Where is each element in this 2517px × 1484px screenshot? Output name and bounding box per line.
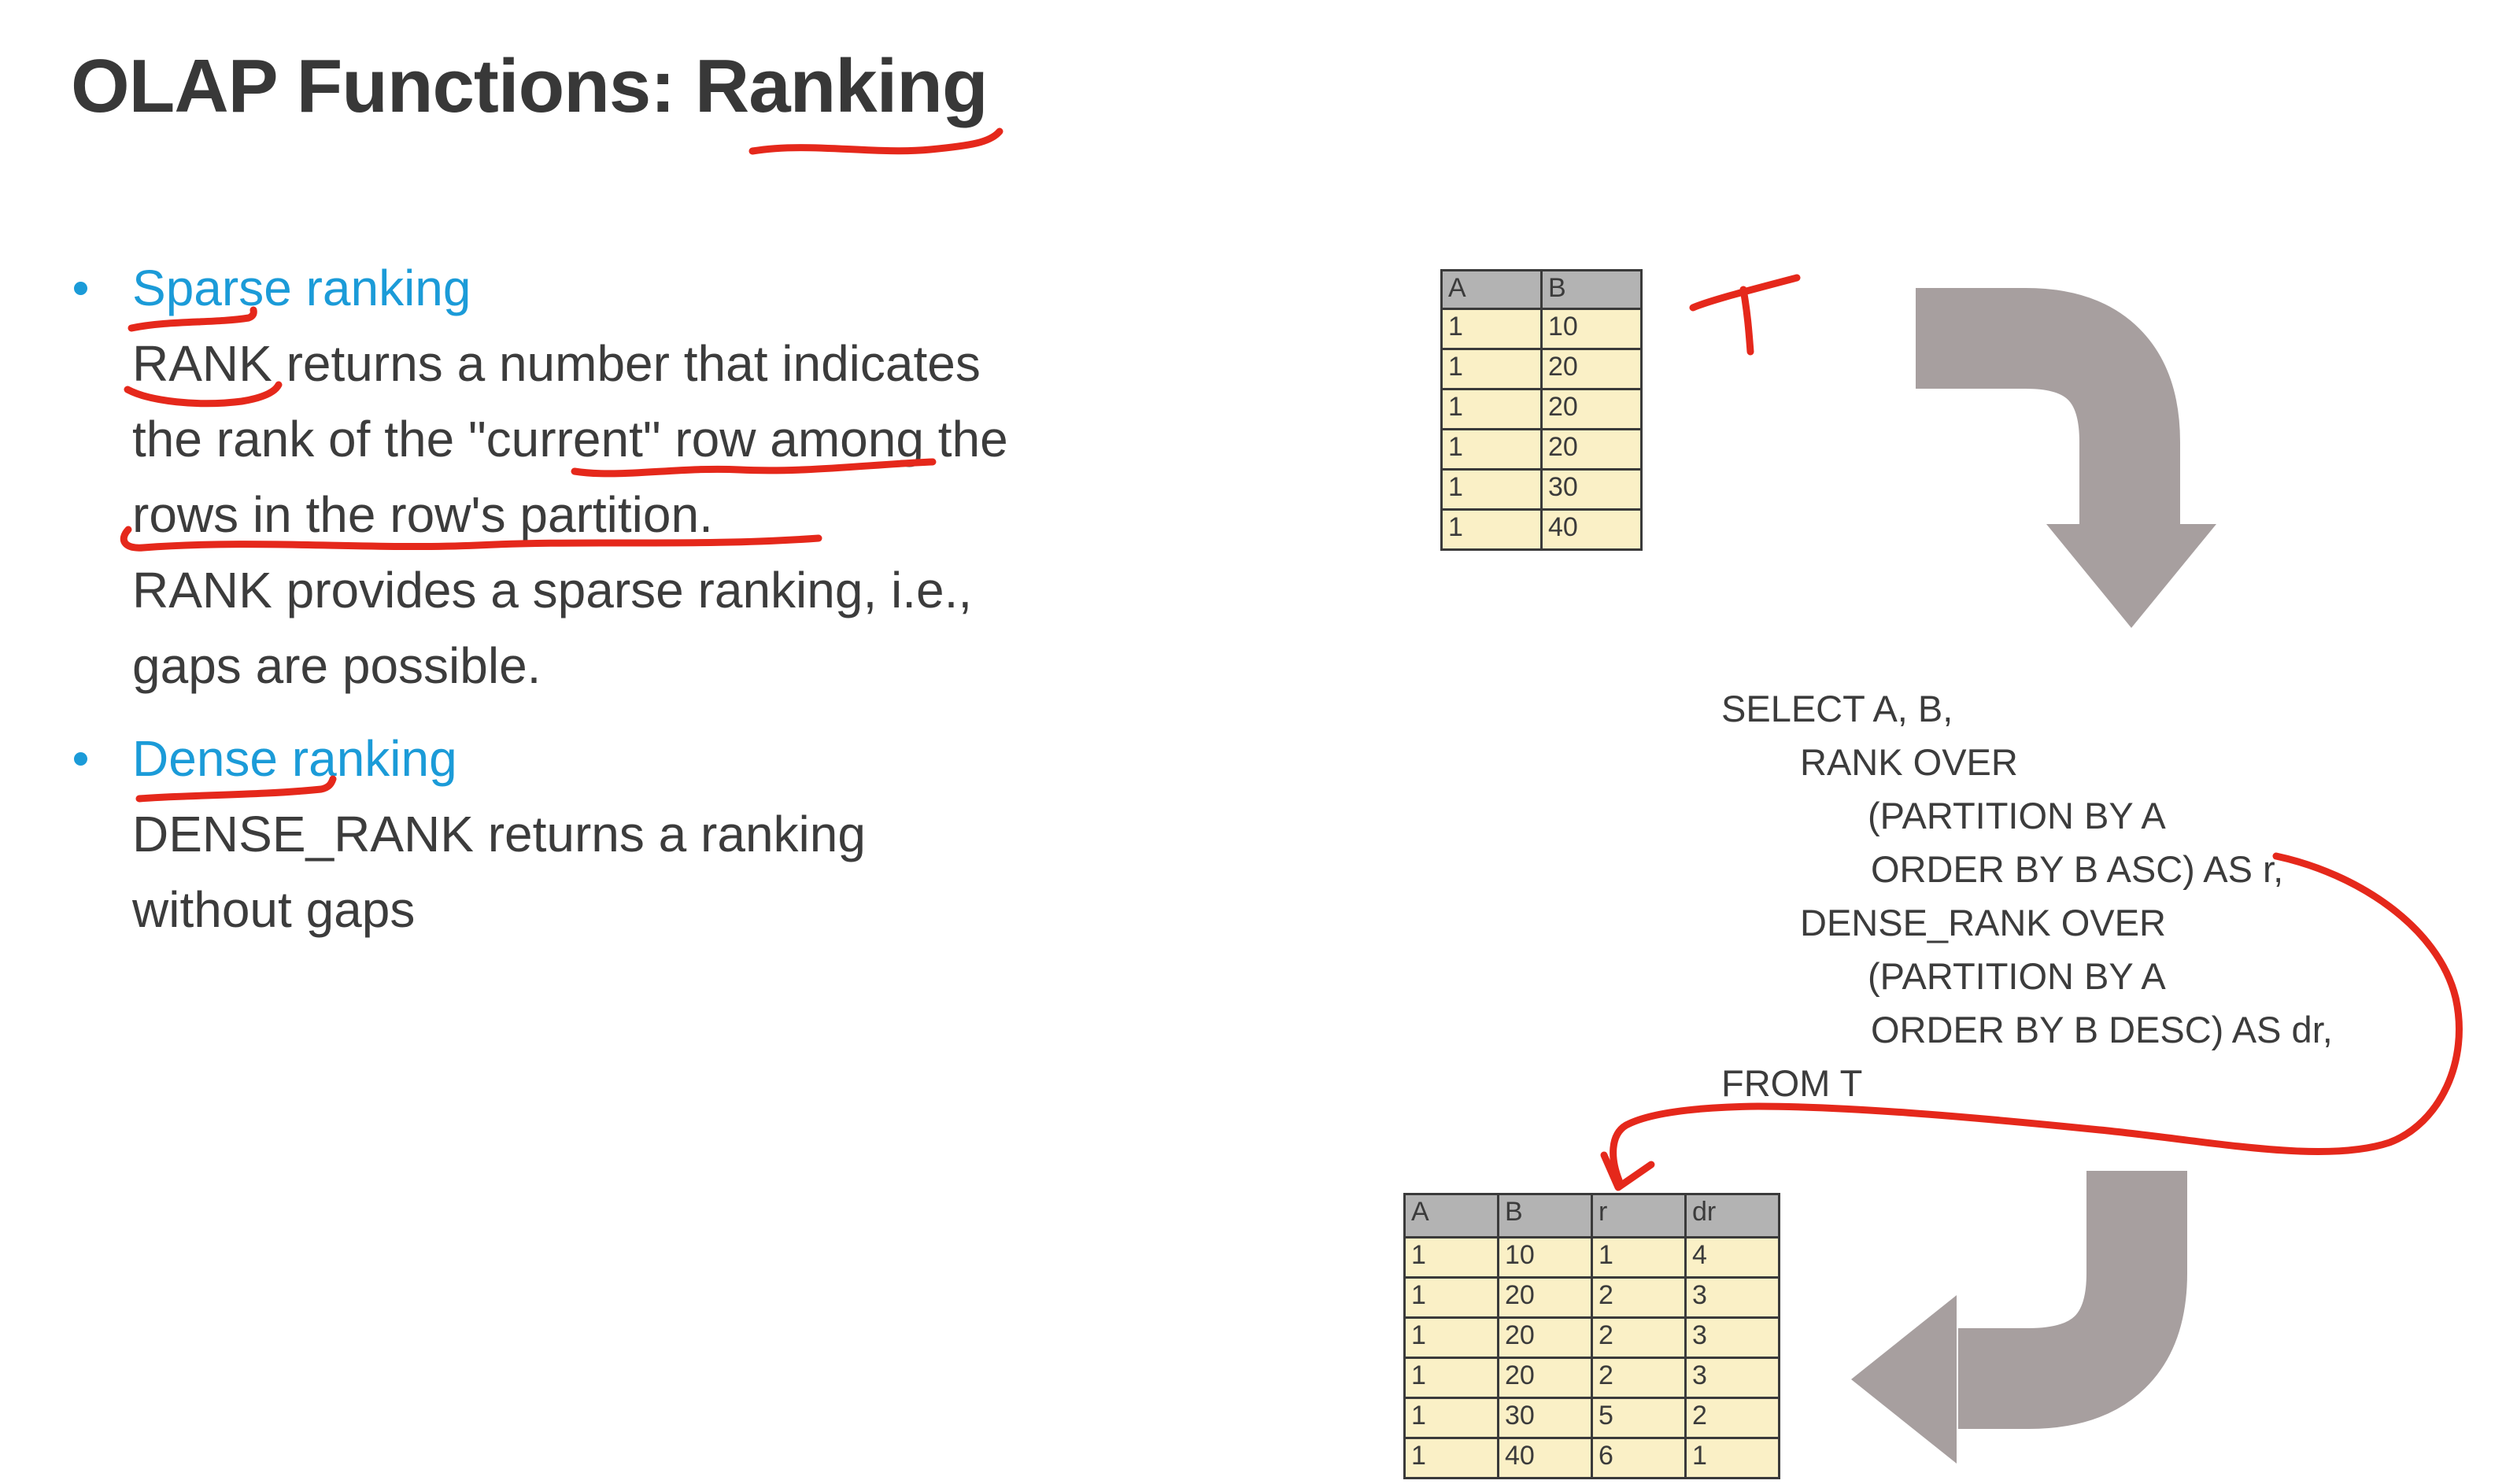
red-arrowhead bbox=[1600, 1151, 1655, 1191]
text-line: RANK provides a sparse ranking, i.e., bbox=[132, 562, 973, 618]
table-cell: 20 bbox=[1497, 1316, 1593, 1359]
bullet-heading-dense: Dense ranking bbox=[132, 730, 457, 787]
bullet-list: Sparse ranking RANK returns a number tha… bbox=[71, 250, 1440, 947]
table-cell: 20 bbox=[1540, 428, 1643, 471]
table-cell: 6 bbox=[1591, 1437, 1687, 1479]
table-cell: 3 bbox=[1684, 1276, 1780, 1319]
table-cell: 20 bbox=[1540, 348, 1643, 390]
column-header: B bbox=[1497, 1193, 1593, 1239]
table-cell: 1 bbox=[1591, 1236, 1687, 1279]
slide-title: OLAP Functions: Ranking bbox=[71, 44, 989, 128]
table-cell: 1 bbox=[1403, 1316, 1499, 1359]
bullet-body-sparse: RANK returns a number that indicates the … bbox=[132, 326, 1440, 703]
text-line: SELECT A, B, bbox=[1721, 688, 1953, 729]
text-line: (PARTITION BY A bbox=[1868, 795, 2166, 836]
table-cell: 20 bbox=[1540, 388, 1643, 430]
table-cell: 30 bbox=[1497, 1397, 1593, 1439]
text-line: ORDER BY B ASC) AS r, bbox=[1871, 848, 2284, 890]
red-underline-title bbox=[748, 127, 1003, 155]
table-cell: 1 bbox=[1440, 308, 1543, 350]
text-line: FROM T bbox=[1721, 1062, 1863, 1104]
table-cell: 5 bbox=[1591, 1397, 1687, 1439]
table-cell: 1 bbox=[1403, 1357, 1499, 1399]
sql-code-block: SELECT A, B, RANK OVER (PARTITION BY A ORDE… bbox=[1721, 682, 2333, 1110]
text-line: without gaps bbox=[132, 881, 416, 938]
table-cell: 1 bbox=[1440, 348, 1543, 390]
table-cell: 2 bbox=[1591, 1276, 1687, 1319]
column-header: dr bbox=[1684, 1193, 1780, 1239]
table-cell: 1 bbox=[1403, 1437, 1499, 1479]
table-cell: 1 bbox=[1403, 1236, 1499, 1279]
text-line: (PARTITION BY A bbox=[1868, 955, 2166, 997]
bullet-dot-icon bbox=[74, 282, 87, 295]
table-cell: 4 bbox=[1684, 1236, 1780, 1279]
table-cell: 3 bbox=[1684, 1357, 1780, 1399]
table-cell: 20 bbox=[1497, 1276, 1593, 1319]
table-cell: 20 bbox=[1497, 1357, 1593, 1399]
text-line: RANK OVER bbox=[1800, 741, 2018, 783]
text-line: DENSE_RANK returns a ranking bbox=[132, 806, 866, 862]
table-cell: 2 bbox=[1591, 1316, 1687, 1359]
bullet-dot-icon bbox=[74, 752, 87, 766]
text-line: rows in the row's partition. bbox=[132, 486, 713, 543]
table-cell: 1 bbox=[1440, 388, 1543, 430]
table-cell: 40 bbox=[1540, 508, 1643, 551]
handwritten-t-annotation bbox=[1689, 274, 1801, 356]
text-line: DENSE_RANK OVER bbox=[1800, 902, 2166, 943]
table-cell: 1 bbox=[1684, 1437, 1780, 1479]
bullet-heading-sparse: Sparse ranking bbox=[132, 260, 471, 316]
table-cell: 2 bbox=[1684, 1397, 1780, 1439]
table-cell: 40 bbox=[1497, 1437, 1593, 1479]
text-line: RANK returns a number that indicates bbox=[132, 335, 981, 392]
table-cell: 1 bbox=[1440, 468, 1543, 511]
table-cell: 10 bbox=[1497, 1236, 1593, 1279]
table-cell: 1 bbox=[1440, 428, 1543, 471]
text-line: gaps are possible. bbox=[132, 637, 541, 694]
table-cell: 1 bbox=[1403, 1276, 1499, 1319]
bullet-body-dense: DENSE_RANK returns a ranking without gaps bbox=[132, 796, 1440, 947]
flow-arrow-down-icon bbox=[1916, 288, 2216, 628]
table-cell: 3 bbox=[1684, 1316, 1780, 1359]
column-header: B bbox=[1540, 269, 1643, 310]
table-cell: 2 bbox=[1591, 1357, 1687, 1399]
flow-arrow-left-icon bbox=[1851, 1171, 2187, 1464]
text-line: the rank of the "current" row among the bbox=[132, 411, 1008, 467]
table-cell: 30 bbox=[1540, 468, 1643, 511]
column-header: A bbox=[1440, 269, 1543, 310]
column-header: r bbox=[1591, 1193, 1687, 1239]
bullet-item-sparse-ranking: Sparse ranking RANK returns a number tha… bbox=[71, 250, 1440, 703]
bullet-item-dense-ranking: Dense ranking DENSE_RANK returns a ranki… bbox=[71, 721, 1440, 947]
table-cell: 1 bbox=[1403, 1397, 1499, 1439]
table-cell: 10 bbox=[1540, 308, 1643, 350]
column-header: A bbox=[1403, 1193, 1499, 1239]
table-cell: 1 bbox=[1440, 508, 1543, 551]
text-line: ORDER BY B DESC) AS dr, bbox=[1871, 1009, 2333, 1050]
